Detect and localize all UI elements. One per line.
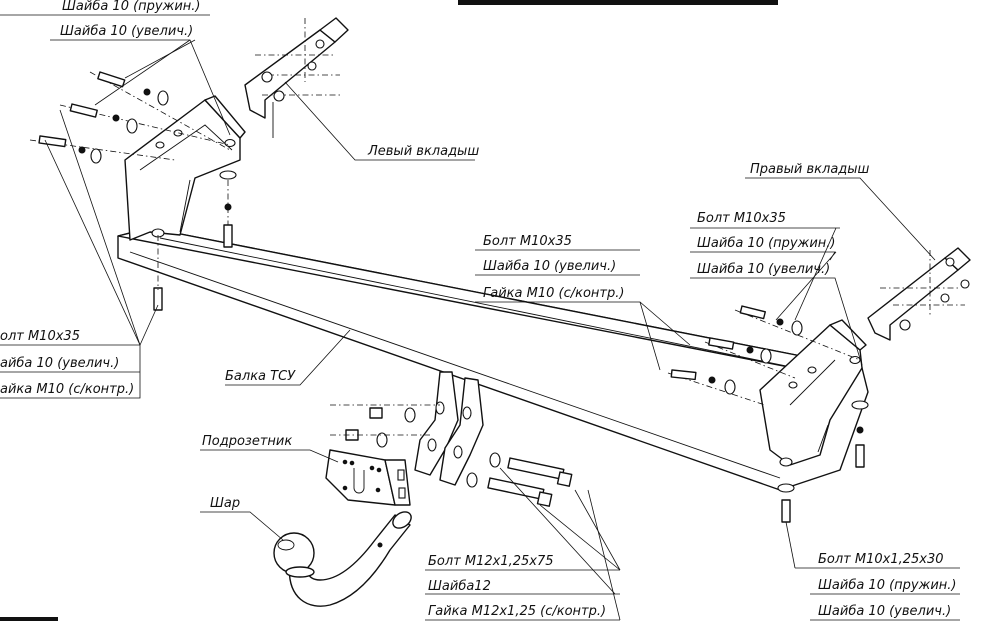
label-socket-bracket: Подрозетник <box>202 434 292 449</box>
label-ball-nut: Гайка М12х1,25 (с/контр.) <box>428 604 606 619</box>
label-bottom-bolt: Болт М10х1,25х30 <box>818 552 944 567</box>
tow-ball <box>273 511 412 607</box>
label-right-wide-washer: Шайба 10 (увелич.) <box>697 262 830 277</box>
bracket-hole <box>788 381 798 389</box>
label-right-spring-washer: Шайба 10 (пружин.) <box>697 236 836 251</box>
labels: Шайба 10 (пружин.) Шайба 10 (увелич.) Ле… <box>0 0 957 619</box>
bracket-hole <box>807 366 817 374</box>
title-bar <box>458 0 778 5</box>
label-mid-wide-washer: Шайба 10 (увелич.) <box>483 259 616 274</box>
socket-bracket <box>325 449 411 506</box>
bracket-hole <box>849 355 861 365</box>
left-bolt-stacks <box>29 71 237 311</box>
right-bracket <box>759 319 867 467</box>
label-ball-bolt: Болт М12х1,25х75 <box>428 554 554 569</box>
bracket-hole <box>155 141 165 149</box>
label-right-insert: Правый вкладыш <box>750 162 870 177</box>
label-top-spring-washer: Шайба 10 (пружин.) <box>62 0 201 14</box>
bracket-hole <box>224 138 236 148</box>
label-left-bolt: олт М10х35 <box>0 329 80 344</box>
label-mid-bolt: Болт М10х35 <box>483 234 572 249</box>
middle-bolt-stacks <box>667 305 869 523</box>
left-bracket <box>124 95 246 241</box>
bracket-hole <box>173 129 183 137</box>
ball-bolt-stacks <box>330 404 573 507</box>
bracket-hole <box>779 457 793 467</box>
label-left-nut: айка М10 (с/контр.) <box>0 382 134 397</box>
left-insert <box>244 17 349 138</box>
label-mid-nut: Гайка М10 (с/контр.) <box>483 286 624 301</box>
label-ball: Шар <box>210 496 240 511</box>
label-left-wide-washer: айба 10 (увелич.) <box>0 356 119 371</box>
right-insert <box>867 247 971 341</box>
leader-lines <box>0 14 960 621</box>
ball-mount-plates <box>414 371 484 486</box>
label-bottom-spring-washer: Шайба 10 (пружин.) <box>818 578 957 593</box>
label-right-bolt: Болт М10х35 <box>697 211 786 226</box>
label-beam: Балка ТСУ <box>225 369 296 384</box>
label-bottom-wide-washer: Шайба 10 (увелич.) <box>818 604 951 619</box>
label-ball-washer: Шайба12 <box>428 579 491 594</box>
label-left-insert: Левый вкладыш <box>367 144 479 159</box>
tow-beam <box>117 227 869 491</box>
corner-mark <box>0 617 58 621</box>
label-top-wide-washer: Шайба 10 (увелич.) <box>60 24 193 39</box>
